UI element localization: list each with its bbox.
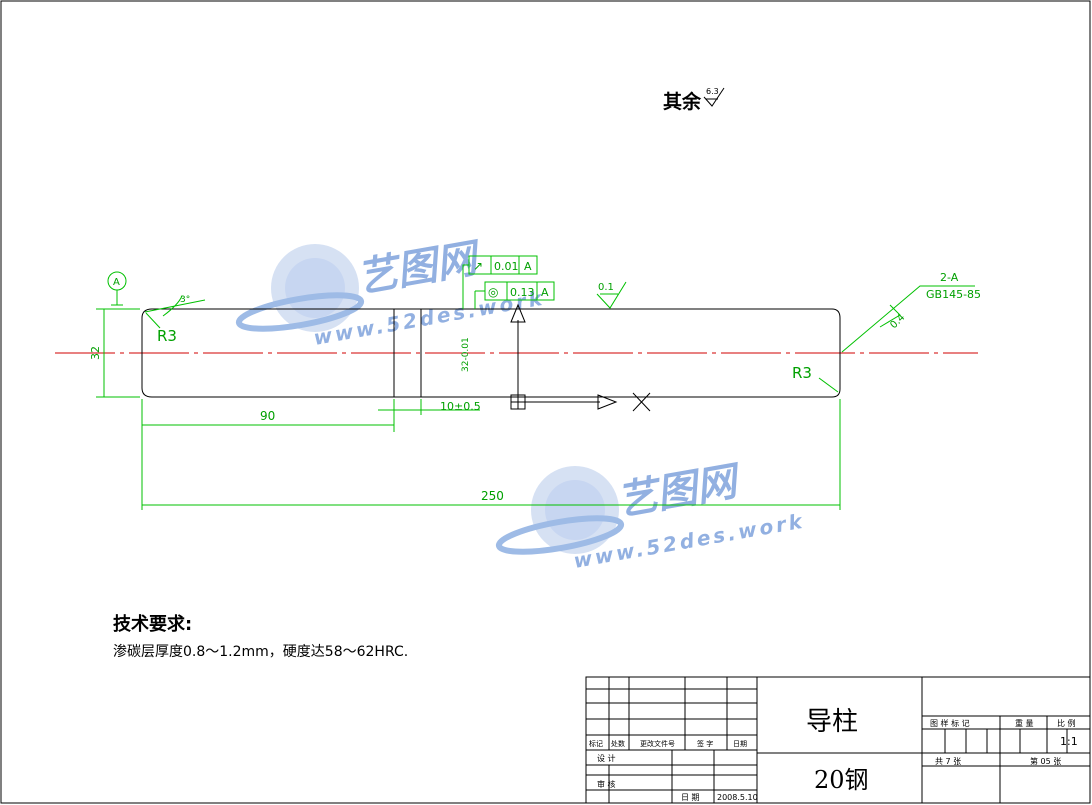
rev-h-count: 处数	[611, 739, 625, 748]
roughness-top: 0.1	[598, 282, 614, 293]
tb-header-scale: 比 例	[1057, 718, 1076, 728]
rev-h-file: 更改文件号	[640, 739, 675, 748]
tb-header-mark: 图 样 标 记	[930, 718, 970, 728]
review-label: 审 核	[597, 779, 616, 789]
dim-length-a: 90	[260, 409, 275, 423]
dim-length-total: 250	[481, 489, 504, 503]
title-block	[585, 676, 1091, 804]
tol2-datum: A	[541, 286, 549, 299]
center-hole-standard: GB145-85	[926, 288, 981, 301]
dim-diameter-mid: 32-0.01	[461, 337, 471, 372]
part-name: 导柱	[806, 707, 858, 737]
coord-arrow-up-icon	[510, 303, 526, 400]
datum-label: A	[113, 277, 120, 288]
dim-radius-left: R3	[157, 327, 177, 345]
tol2-symbol: ◎	[488, 285, 498, 299]
roughness-angle: 0.4	[888, 312, 907, 331]
date-value: 2008.5.10	[717, 793, 758, 802]
part-outline	[141, 308, 841, 398]
tolerance-frame-2: ◎ 0.13 A	[484, 281, 555, 301]
dim-diameter-left: 32	[89, 346, 102, 360]
sheet-no: 第 05 张	[1030, 756, 1061, 766]
tech-line: 渗碳层厚度0.8～1.2mm，硬度达58～62HRC.	[113, 644, 408, 660]
sheets-total: 共 7 张	[935, 757, 961, 766]
tolerance-frame-1: ↗ 0.01 A	[468, 255, 538, 275]
dim-groove: 10±0.5	[440, 400, 481, 413]
tb-header-weight: 重 量	[1015, 718, 1034, 728]
roughness-symbol-icon	[703, 87, 725, 107]
material: 20钢	[814, 766, 869, 794]
dim-length-a-lines	[141, 399, 395, 510]
rev-h-date: 日期	[733, 740, 747, 748]
tol1-value: 0.01	[494, 260, 519, 273]
roughness-angle-icon	[879, 304, 901, 328]
rev-h-mark: 标记	[589, 739, 603, 748]
scale-value: 1:1	[1060, 735, 1078, 748]
coord-origin-cross	[511, 395, 525, 409]
dim-angle: 3°	[180, 295, 190, 305]
tech-title: 技术要求:	[113, 613, 192, 635]
dim-diameter-left-lines	[96, 308, 140, 398]
tol2-value: 0.13	[510, 286, 535, 299]
coord-x-mark-icon	[632, 392, 651, 412]
center-hole-leader	[841, 285, 975, 353]
radius-left-leader	[145, 312, 161, 329]
radius-right-leader	[818, 377, 839, 393]
tol1-datum: A	[524, 260, 532, 273]
dim-groove-lines	[378, 399, 480, 415]
surface-note-value: 6.3	[706, 87, 719, 96]
rev-h-sign: 签 字	[697, 739, 713, 748]
watermark-brand-2: 艺图网	[614, 458, 746, 525]
watermark-top: 艺图网 www.52des.work	[235, 235, 547, 350]
roughness-top-icon	[596, 281, 627, 309]
tol1-symbol: ↗	[473, 259, 483, 273]
watermark-brand: 艺图网	[354, 235, 486, 302]
tolerance-leaders	[462, 264, 485, 309]
groove-lines	[393, 309, 422, 397]
dim-total-lines	[142, 399, 841, 510]
coord-arrow-right-icon	[518, 394, 618, 410]
watermark-bottom: 艺图网 www.52des.work	[495, 458, 807, 573]
center-hole-count: 2-A	[940, 271, 959, 284]
date-label: 日 期	[681, 793, 700, 802]
surface-note-prefix: 其余	[663, 90, 702, 113]
datum-leader	[111, 290, 123, 306]
angle-leader	[144, 295, 206, 317]
design-label: 设 计	[597, 753, 616, 763]
dim-radius-right: R3	[792, 364, 812, 382]
